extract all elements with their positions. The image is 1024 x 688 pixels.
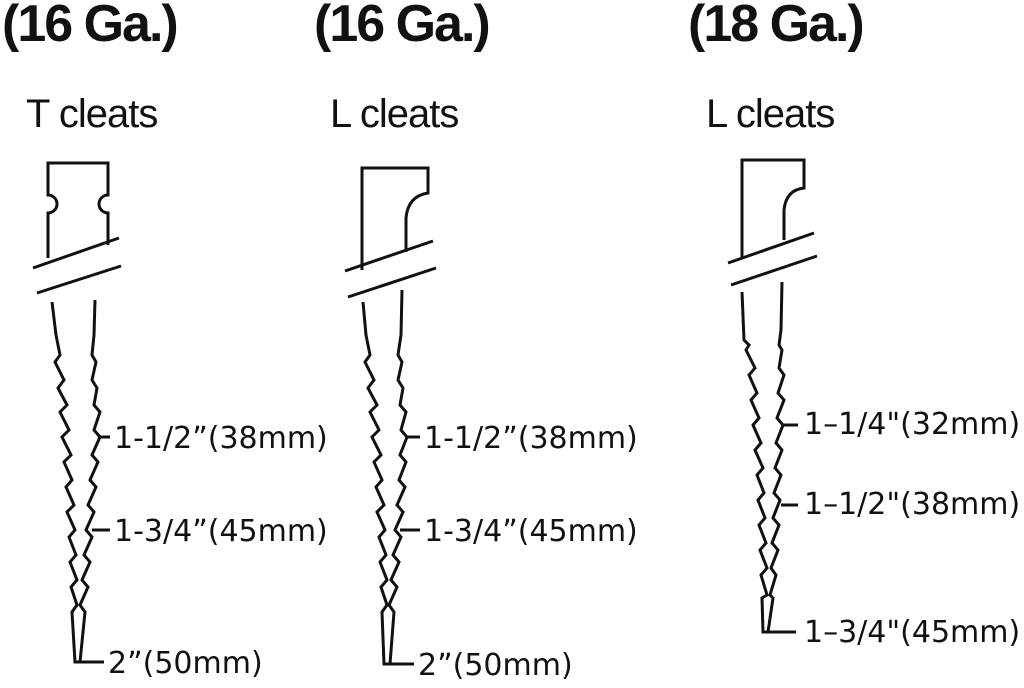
column-3-type: L cleats bbox=[706, 92, 835, 136]
l-cleat-head bbox=[360, 166, 430, 270]
l-cleat-18-length-3: 1–3/4"(45mm) bbox=[804, 615, 1021, 650]
l-cleat-head bbox=[740, 158, 806, 258]
l-cleat-16-length-3: 2”(50mm) bbox=[418, 648, 573, 683]
column-2-gauge: (16 Ga.) bbox=[314, 0, 491, 53]
column-1-type: T cleats bbox=[26, 92, 158, 136]
l-cleat-16-length-2: 1-3/4”(45mm) bbox=[424, 514, 638, 549]
l-cleat-18ga-shank bbox=[740, 281, 786, 634]
break-line-bottom bbox=[36, 264, 122, 295]
l-cleat-shank bbox=[361, 289, 409, 666]
l-cleat-18-length-2: 1–1/2"(38mm) bbox=[804, 487, 1021, 522]
t-cleat-length-3: 2”(50mm) bbox=[108, 646, 263, 681]
t-cleat-length-1: 1-1/2”(38mm) bbox=[114, 421, 328, 456]
t-cleat-length-2: 1-3/4”(45mm) bbox=[114, 514, 328, 549]
break-line-bottom bbox=[347, 266, 437, 299]
column-1-gauge: (16 Ga.) bbox=[2, 0, 179, 53]
l-cleat-16ga-drawing bbox=[344, 166, 437, 666]
break-line-top bbox=[344, 239, 434, 273]
t-cleat-head bbox=[46, 161, 110, 258]
l-cleat-16-length-1: 1-1/2”(38mm) bbox=[424, 421, 638, 456]
break-line-top bbox=[727, 231, 815, 265]
l-cleat-18ga-drawing bbox=[727, 158, 818, 634]
t-cleat-shank bbox=[50, 299, 102, 664]
t-cleat-16ga-drawing bbox=[32, 161, 122, 664]
column-2-type: L cleats bbox=[330, 92, 459, 136]
break-line-bottom bbox=[730, 254, 818, 287]
column-3-gauge: (18 Ga.) bbox=[688, 0, 865, 53]
l-cleat-18-length-1: 1–1/4"(32mm) bbox=[804, 407, 1021, 442]
break-line-top bbox=[32, 236, 120, 270]
